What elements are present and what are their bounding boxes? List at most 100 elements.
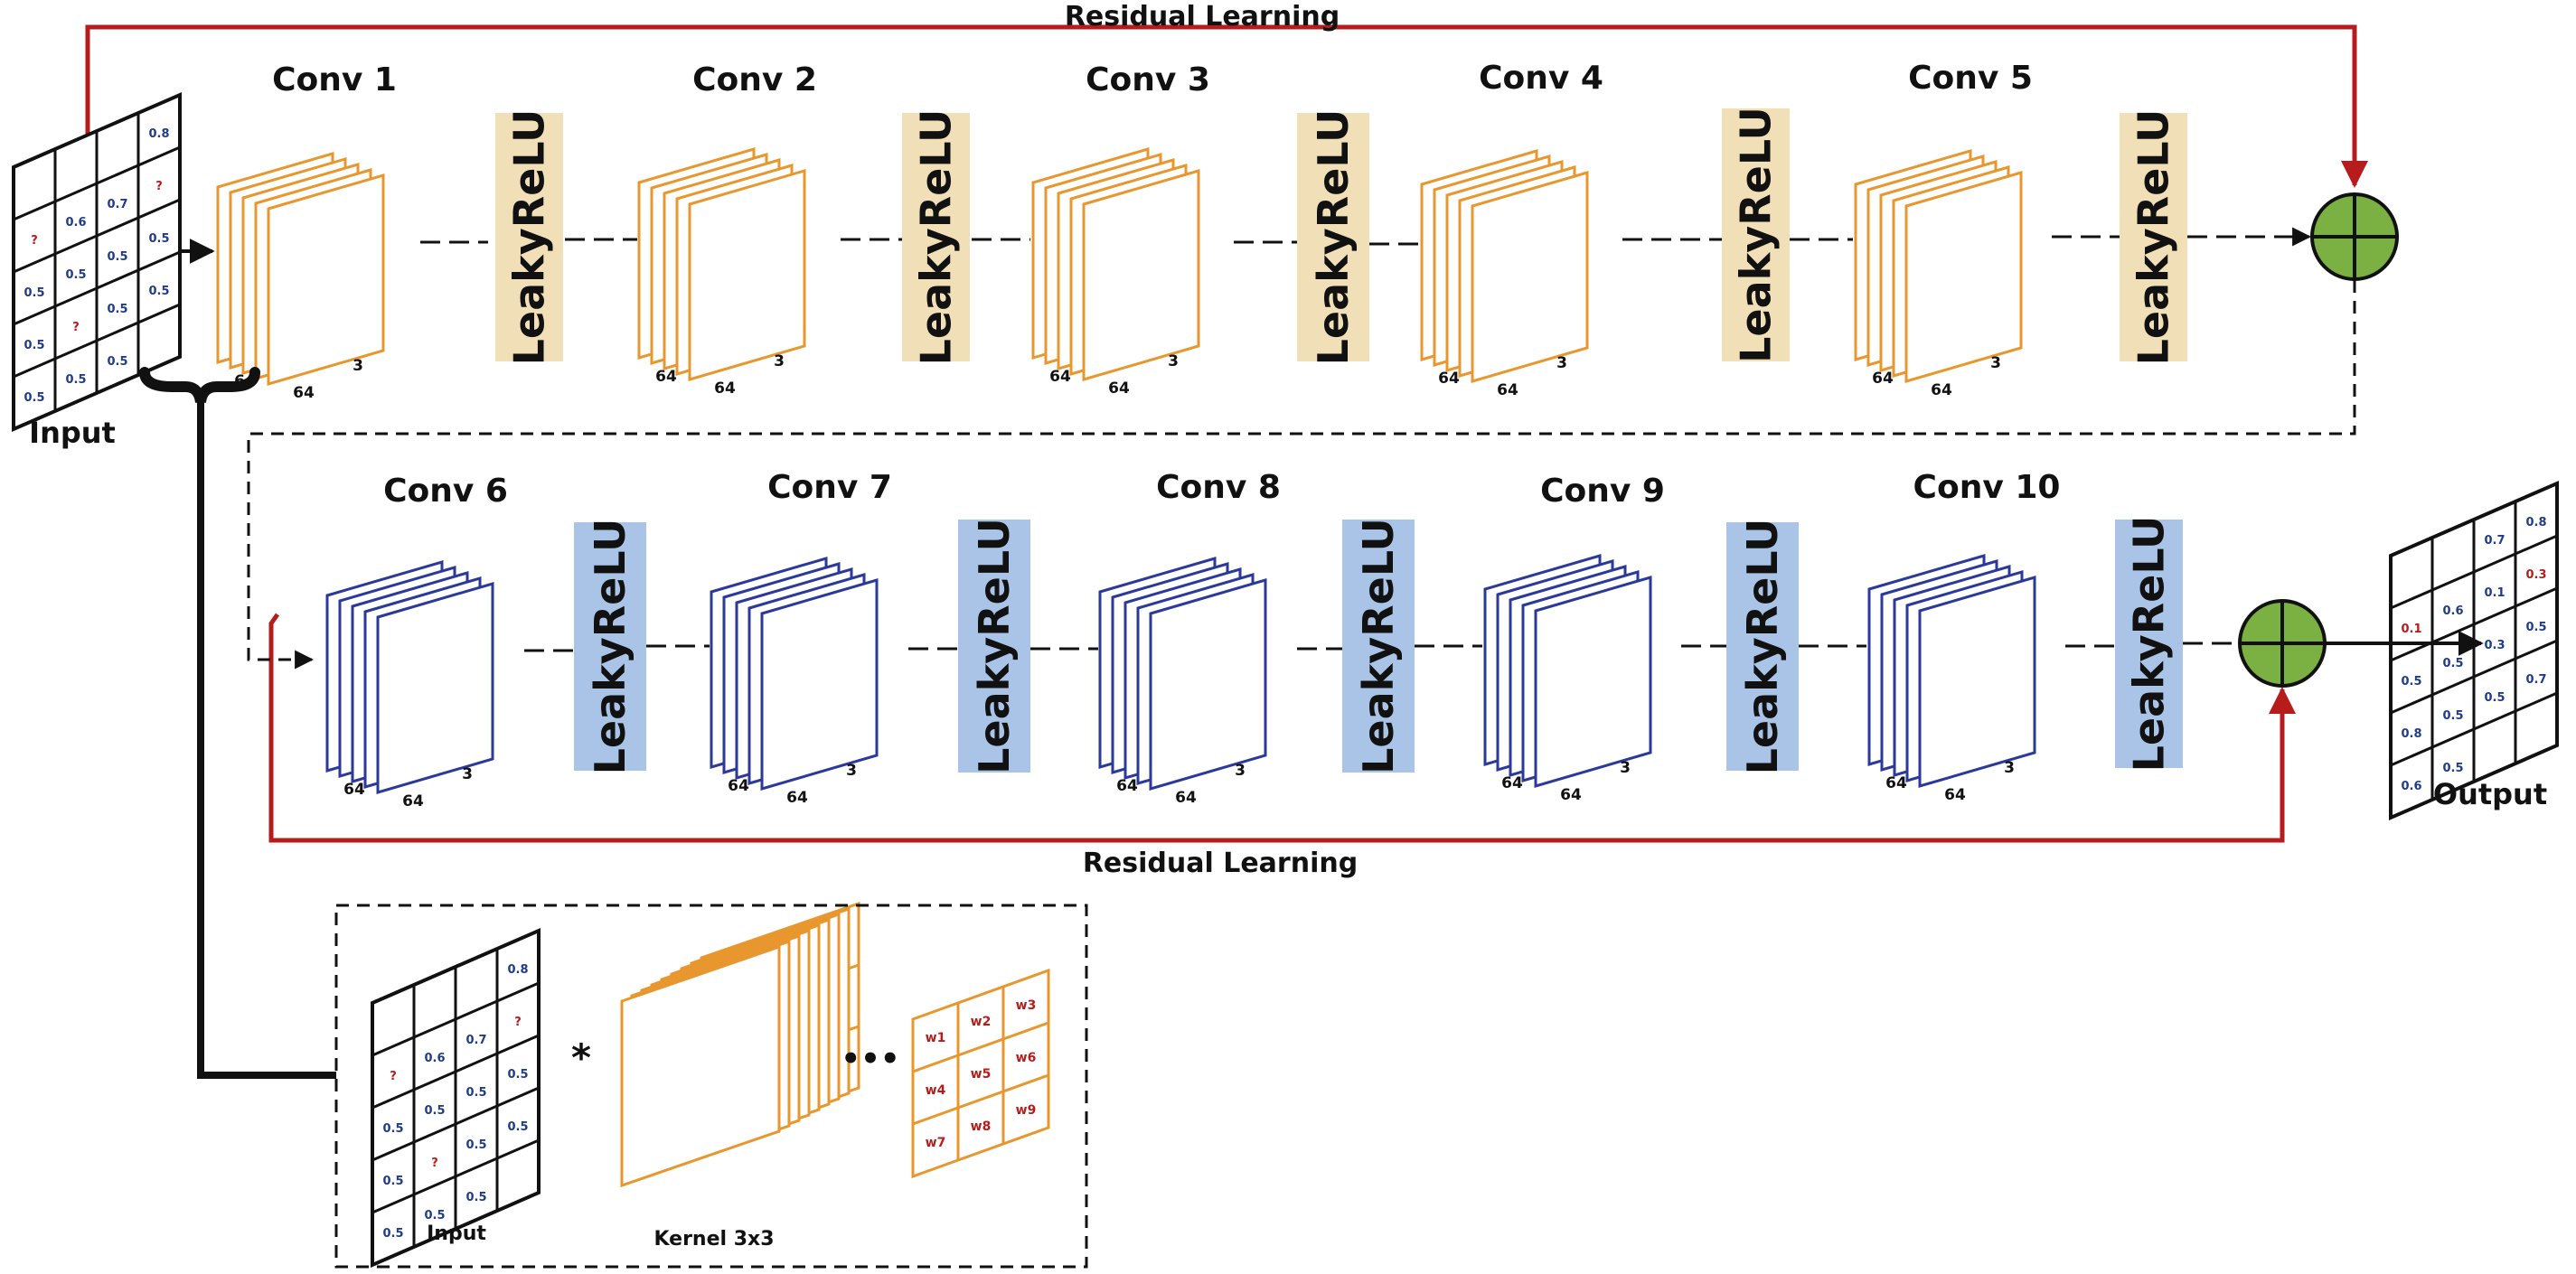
conv-8-dim-kernel: 3 (1235, 762, 1246, 780)
single-kernel-weight: w7 (926, 1136, 946, 1150)
leaky-relu-8-label: LeakyReLU (1354, 518, 1403, 774)
output-label: Output (2433, 777, 2547, 811)
output-grid-cell: 0.5 (2484, 691, 2505, 705)
input-grid-cell: 0.5 (107, 250, 127, 264)
single-kernel-weight: w2 (971, 1015, 992, 1029)
input-grid: 0.8?0.60.7?0.50.50.50.50.5?0.50.50.50.50… (12, 91, 182, 433)
inset-operator: * (571, 1035, 591, 1080)
input-grid-cell: 0.5 (24, 286, 44, 300)
output-grid-cell: 0.5 (2401, 675, 2421, 689)
conv-10-dim-kernel: 3 (2004, 759, 2015, 777)
input-grid-cell: 0.5 (24, 391, 44, 405)
conv-9-layer (1534, 576, 1652, 788)
flow-row-2 (524, 642, 2242, 652)
conv-2-title: Conv 2 (692, 61, 817, 98)
conv-10-dim-depth: 64 (1885, 774, 1907, 792)
leaky-relu-5-label: LeakyReLU (2129, 109, 2178, 366)
conv-8-dim-depth: 64 (1116, 777, 1138, 795)
conv-2-layer (688, 169, 806, 381)
inset-input-grid: 0.8?0.60.7?0.50.50.50.50.5?0.50.50.50.50… (371, 927, 541, 1269)
leaky-relu-8-box (1342, 520, 1415, 773)
leaky-relu-3: LeakyReLU (1297, 109, 1369, 366)
leaky-relu-4-box (1722, 108, 1790, 361)
output-grid-cell: 0.1 (2484, 586, 2505, 600)
residual-path-bottom (268, 613, 2296, 843)
leaky-relu-7: LeakyReLU (958, 518, 1030, 774)
output-grid-cell: 0.3 (2525, 568, 2546, 582)
conv-9-title: Conv 9 (1540, 473, 1665, 510)
conv-8-title: Conv 8 (1156, 469, 1281, 506)
conv-5-dim-depth: 64 (1872, 370, 1894, 388)
inset-input-grid-cell: 0.5 (382, 1227, 403, 1241)
activation-blocks: LeakyReLU LeakyReLU LeakyReLU LeakyReLU Leak… (495, 107, 2187, 774)
input-grid-cell: ? (31, 234, 38, 248)
conv-3-layer (1082, 169, 1200, 381)
input-grid-cell: 0.6 (65, 216, 86, 230)
conv-10-title: Conv 10 (1913, 469, 2061, 506)
conv-stack-3: 64 64 3 Conv 3 (1031, 61, 1210, 398)
conv-7-dim-height: 64 (786, 789, 808, 807)
output-grid-cell: 0.6 (2401, 780, 2421, 793)
single-kernel-weight: w3 (1016, 998, 1037, 1013)
conv-3-title: Conv 3 (1086, 61, 1210, 98)
conv-3-dim-depth: 64 (1049, 368, 1071, 386)
conv-7-title: Conv 7 (767, 469, 892, 506)
inset-box (334, 904, 1088, 1269)
row-connector (247, 280, 2356, 670)
inset-input-grid-cell: 0.5 (382, 1175, 403, 1188)
conv-4-title: Conv 4 (1479, 60, 1603, 97)
conv-7-dim-kernel: 3 (846, 762, 857, 780)
input-grid-cell: 0.5 (148, 285, 169, 298)
leaky-relu-3-label: LeakyReLU (1309, 109, 1358, 366)
conv-6-dim-depth: 64 (343, 781, 365, 799)
leaky-relu-6-box (574, 522, 646, 771)
brace-connector (197, 402, 336, 1079)
conv-3-dim-kernel: 3 (1168, 352, 1179, 370)
conv-3-dim-height: 64 (1108, 379, 1130, 398)
input-grid-cell: 0.5 (107, 303, 127, 316)
output-grid-cell: 0.8 (2525, 516, 2546, 529)
output-grid-cell: 0.6 (2442, 604, 2463, 618)
conv-7-layer (760, 578, 879, 791)
conv-1-dim-height: 64 (293, 384, 315, 402)
leaky-relu-10-box (2115, 520, 2183, 768)
inset-input-grid-cell: 0.5 (465, 1138, 486, 1152)
inset-input-grid-cell: 0.5 (465, 1191, 486, 1204)
grids: 0.8? 0.6 0.7? 0.5 0.5 0.5 0.5 0.5? 0.5 0.5 0.5 0.5 0… (12, 91, 2559, 1269)
conv-6-dim-height: 64 (402, 792, 424, 810)
inset-input-grid-cell: 0.5 (382, 1122, 403, 1136)
output-grid-cell: 0.3 (2484, 639, 2505, 652)
input-grid-cell: ? (72, 321, 80, 334)
leaky-relu-2-box (902, 113, 970, 361)
conv-1-title: Conv 1 (272, 61, 397, 98)
output-grid-cell: 0.5 (2442, 657, 2463, 670)
output-grid-cell: 0.8 (2401, 727, 2421, 741)
leaky-relu-9: LeakyReLU (1726, 519, 1799, 774)
residual-label-top: Residual Learning (1065, 1, 1340, 33)
conv-4-dim-height: 64 (1497, 381, 1518, 399)
inset-input-grid-cell: 0.5 (507, 1120, 528, 1134)
output-grid: 0.70.80.10.60.10.30.50.50.30.50.80.50.50… (2389, 480, 2559, 821)
conv-10-layer (1918, 576, 2036, 788)
inset-input-grid-cell: ? (390, 1070, 397, 1083)
conv-9-dim-depth: 64 (1501, 774, 1523, 792)
leaky-relu-2: LeakyReLU (902, 109, 970, 365)
leaky-relu-6-label: LeakyReLU (586, 519, 635, 775)
conv-5-title: Conv 5 (1908, 60, 2033, 97)
inset-ellipsis: ••• (841, 1041, 899, 1077)
conv-4-dim-depth: 64 (1438, 370, 1460, 388)
leaky-relu-10: LeakyReLU (2115, 516, 2183, 772)
output-grid-cell: 0.7 (2525, 673, 2546, 687)
conv-2-dim-depth: 64 (655, 368, 677, 386)
inset-input-label: Input (427, 1222, 486, 1245)
output-grid-cell: 0.5 (2442, 709, 2463, 723)
conv-5-dim-kernel: 3 (1990, 354, 2001, 372)
leaky-relu-4: LeakyReLU (1722, 107, 1790, 363)
